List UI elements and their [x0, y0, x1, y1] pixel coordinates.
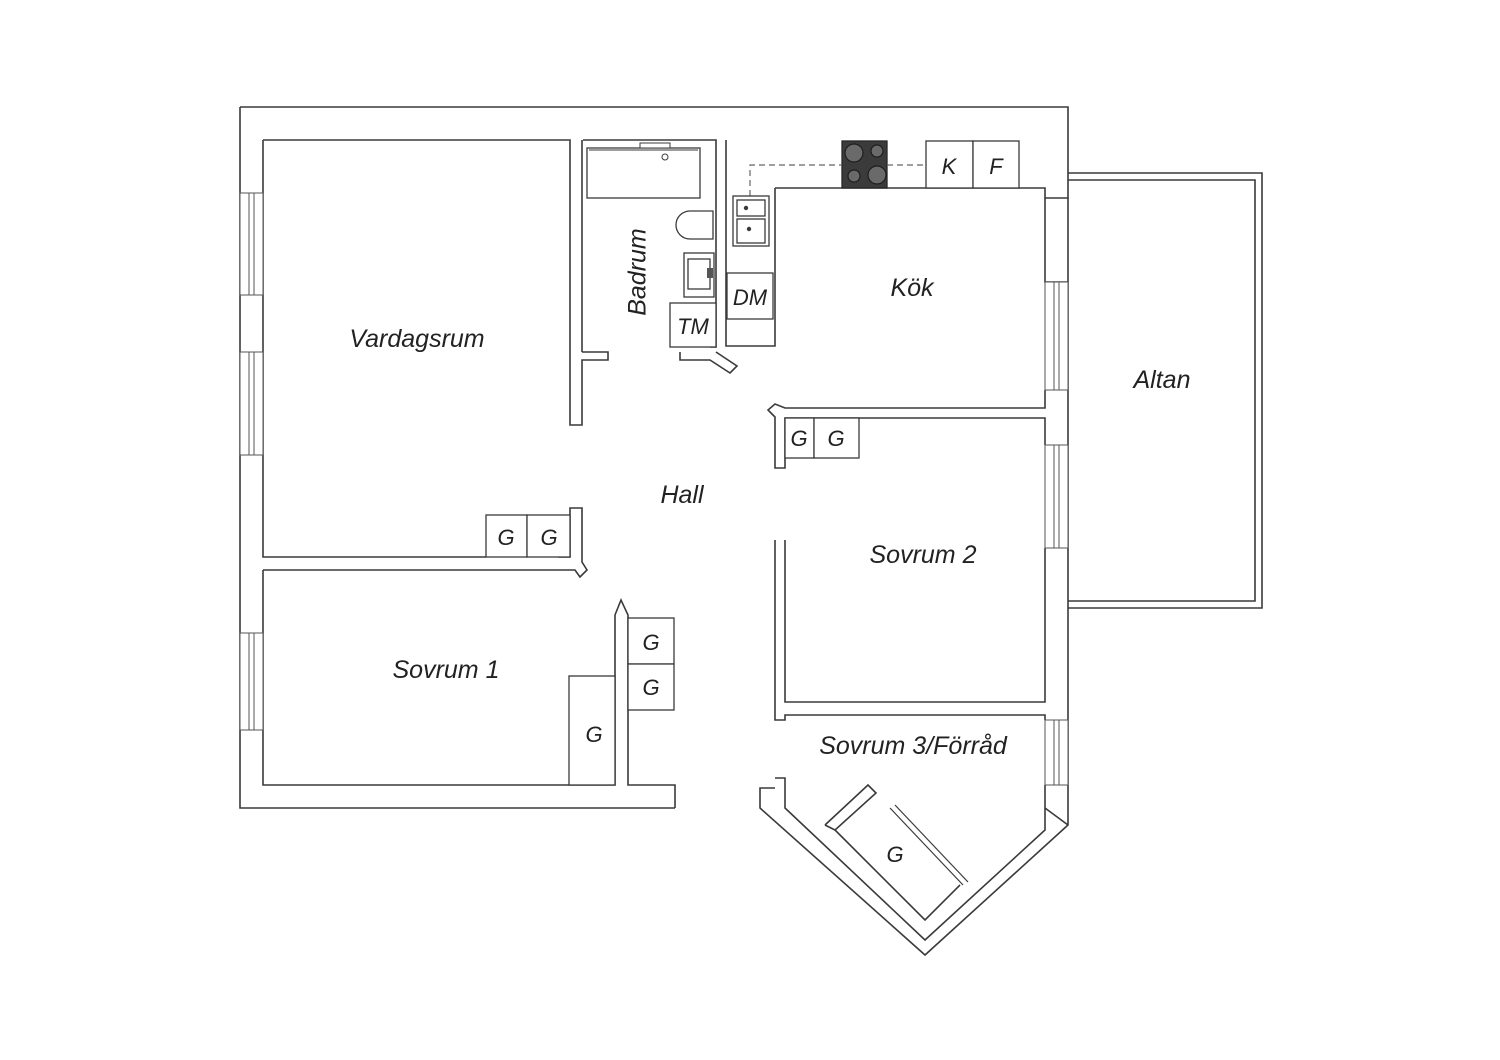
- label-garderob: G: [642, 675, 659, 700]
- windows: [239, 192, 1069, 786]
- dishwasher: [726, 272, 774, 320]
- outer-walls: [239, 106, 1069, 957]
- washbasin-tap-icon: [707, 268, 713, 278]
- label-frys: F: [989, 154, 1004, 179]
- wardrobe-vardagsrum-2: [526, 514, 571, 558]
- label-altan: Altan: [1132, 366, 1191, 394]
- wardrobe-hall-3: [627, 617, 675, 665]
- wardrobes: [485, 417, 969, 886]
- bathtub-faucet-icon: [639, 142, 671, 149]
- label-kok: Kök: [890, 274, 935, 302]
- label-garderob: G: [585, 722, 602, 747]
- window-sovrum3: [1044, 719, 1069, 786]
- wardrobe-hall-4: [627, 663, 675, 711]
- window-vardagsrum-1: [239, 192, 264, 296]
- label-sovrum1: Sovrum 1: [393, 656, 500, 684]
- wardrobe-sovrum1: [568, 675, 616, 786]
- counter-dashed-line: [749, 164, 842, 196]
- label-vardagsrum: Vardagsrum: [349, 325, 484, 353]
- label-badrum: Badrum: [624, 228, 652, 316]
- window-vardagsrum-2: [239, 351, 264, 456]
- label-hall: Hall: [660, 481, 705, 509]
- washing-machine: [669, 302, 717, 348]
- label-sovrum3: Sovrum 3/Förråd: [819, 732, 1008, 760]
- window-sovrum1: [239, 632, 264, 731]
- bedroom-walls: [774, 540, 1069, 942]
- room-labels: Vardagsrum Badrum Kök Altan Hall Sovrum …: [349, 228, 1190, 760]
- kitchen-fixtures: [726, 140, 1020, 320]
- kitchen-walls: [725, 140, 1068, 469]
- wardrobe-vardagsrum-1: [485, 514, 528, 558]
- window-sovrum2: [1044, 444, 1069, 549]
- altan-terrace: [1068, 172, 1263, 609]
- label-garderob: G: [497, 525, 514, 550]
- label-garderob: G: [540, 525, 557, 550]
- washbasin-bowl: [687, 258, 711, 290]
- label-tvattmaskin: TM: [677, 314, 709, 339]
- sliding-door-sovrum3: [889, 807, 964, 886]
- freezer: [972, 140, 1020, 189]
- label-garderob: G: [886, 842, 903, 867]
- label-garderob: G: [642, 630, 659, 655]
- bathroom-fixtures: [586, 142, 717, 348]
- label-diskmaskin: DM: [733, 285, 768, 310]
- label-garderob: G: [790, 426, 807, 451]
- wardrobe-hall-2: [813, 417, 860, 459]
- fixture-labels: K F DM TM G G G G G G G G: [497, 154, 1004, 867]
- toilet-icon: [675, 210, 714, 240]
- label-kyl: K: [942, 154, 958, 179]
- label-sovrum2: Sovrum 2: [870, 541, 977, 569]
- bathtub: [586, 147, 701, 199]
- label-garderob: G: [827, 426, 844, 451]
- window-kok: [1044, 281, 1069, 391]
- drain-icon: [661, 153, 669, 161]
